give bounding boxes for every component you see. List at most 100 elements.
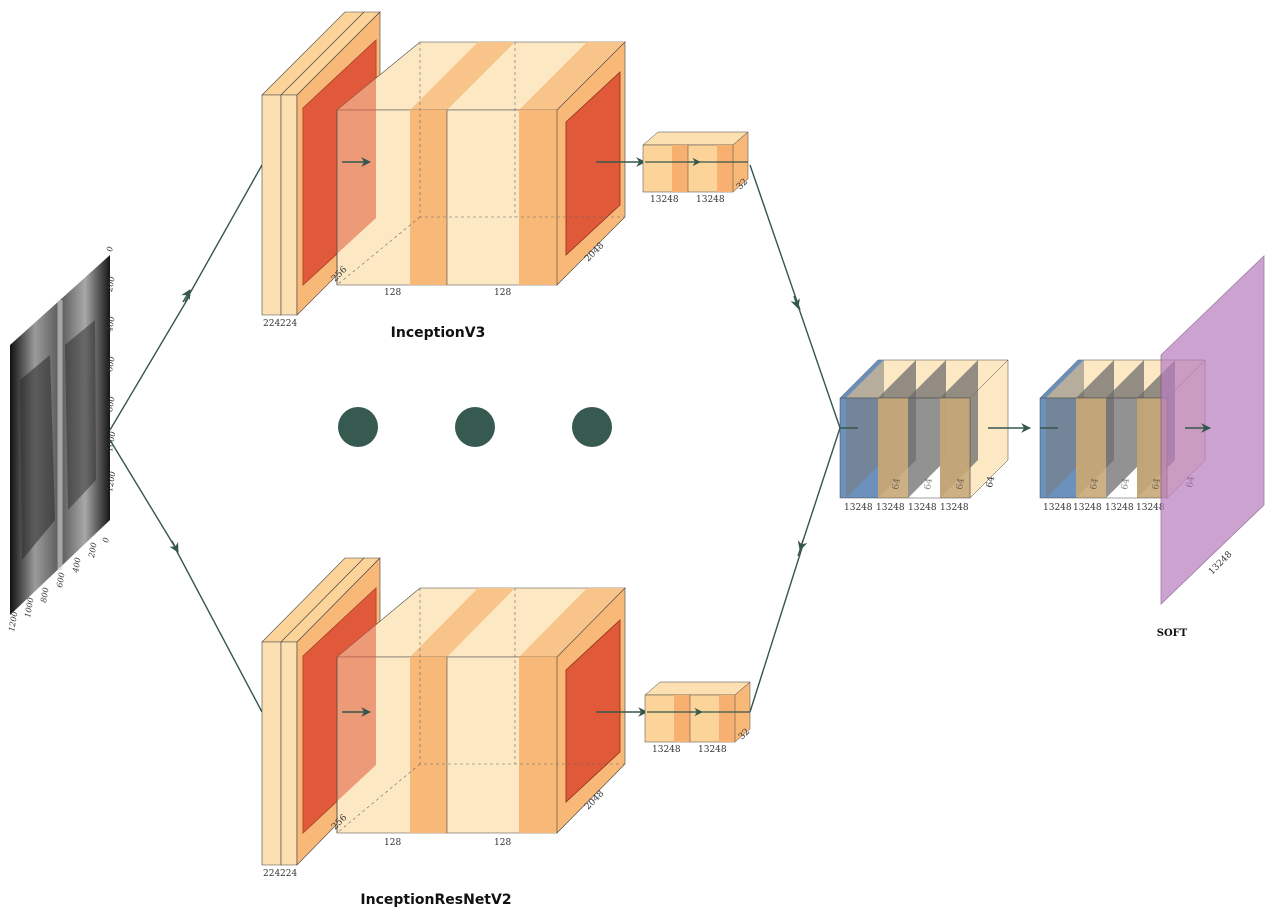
block-band xyxy=(519,588,625,657)
fusion-dim-label: 13248 xyxy=(1073,503,1102,513)
block-hidden-edge xyxy=(336,588,625,834)
fusion-dim-label: 13248 xyxy=(940,503,969,513)
dense-band xyxy=(719,695,735,742)
fusion-layer-blue xyxy=(840,360,884,398)
ellipsis-dot xyxy=(455,407,495,447)
fusion-dim-label: 13248 xyxy=(1136,503,1165,513)
fusion-layer-gray xyxy=(1106,360,1144,498)
xray-y-tick: 1200 xyxy=(105,471,117,493)
dense-band xyxy=(717,145,733,192)
xray-x-tick: 400 xyxy=(71,557,83,575)
arrowhead xyxy=(181,289,191,303)
fusion-dim-label: 13248 xyxy=(1105,503,1134,513)
arrowhead xyxy=(169,540,179,553)
fusion-dim-label: 13248 xyxy=(1043,503,1072,513)
arrow-xray-to-bottom-2 xyxy=(173,545,263,713)
block-band xyxy=(410,110,447,285)
dense-dim-label: 13248 xyxy=(698,745,727,755)
dense-band xyxy=(672,145,688,192)
xray-x-tick: 1000 xyxy=(23,597,35,619)
ellipsis xyxy=(338,407,612,447)
xray-lung-right xyxy=(65,320,96,510)
softmax-plane xyxy=(1160,255,1265,605)
conv-slab xyxy=(280,94,298,316)
block-band xyxy=(519,657,557,833)
block-hidden-edge xyxy=(336,42,625,286)
fusion-layer-blue xyxy=(1040,360,1084,398)
arrowheads xyxy=(169,289,808,553)
xray-x-axis: 1200 1000 800 600 400 200 0 xyxy=(7,537,111,633)
xray-y-tick: 400 xyxy=(105,316,117,334)
dense-dim-label: 13248 xyxy=(652,745,681,755)
fusion-dim-label: 13248 xyxy=(844,503,873,513)
fusion-dim-label: 13248 xyxy=(876,503,905,513)
fusion-layer-gray xyxy=(1046,360,1084,498)
dense-dim-label: 13248 xyxy=(650,195,679,205)
fusion-layer-gray xyxy=(908,360,946,498)
fusion-depth-label: 64 xyxy=(923,477,935,490)
top-dense-blocks: 13248 13248 32 xyxy=(642,131,750,205)
fusion-layer-gray xyxy=(846,360,884,498)
arrow-top-to-fusion xyxy=(749,164,801,311)
xray-lung-left xyxy=(20,355,55,560)
arrow-xray-to-top xyxy=(109,294,191,431)
xray-y-tick: 200 xyxy=(105,276,117,294)
xray-x-tick: 600 xyxy=(55,572,67,589)
conv-kernel-overlay xyxy=(303,588,376,833)
fusion-layer-tan xyxy=(940,398,970,498)
softmax-layer: 13248 SOFT xyxy=(1157,255,1265,639)
xray-y-tick: 800 xyxy=(105,396,117,413)
block-dim-label: 128 xyxy=(384,838,401,848)
xray-x-tick: 1200 xyxy=(7,611,19,633)
arrowhead xyxy=(790,295,800,309)
model-name-bottom: InceptionResNetV2 xyxy=(360,892,511,908)
dense-top xyxy=(642,131,749,146)
fusion-depth-label: 64 xyxy=(1120,477,1132,490)
dense-band xyxy=(674,695,690,742)
xray-x-tick: 200 xyxy=(87,542,99,560)
fusion-depth-label: 64 xyxy=(955,477,967,490)
dense-top xyxy=(644,681,751,696)
conv-dim-label: 224 xyxy=(280,319,297,329)
fusion-layer-tan xyxy=(1076,398,1106,498)
arrow-xray-to-top-2 xyxy=(184,164,263,303)
arrow-top-to-fusion-2 xyxy=(795,299,841,429)
model-name-top: InceptionV3 xyxy=(391,325,486,341)
bottom-dense-blocks: 13248 13248 32 xyxy=(644,681,752,755)
conv-dim-label: 224 xyxy=(263,319,280,329)
conv-slab xyxy=(261,641,282,866)
top-feature-block: 128 128 2048 256 xyxy=(303,40,626,298)
block-dim-label: 128 xyxy=(494,838,511,848)
block-band xyxy=(410,588,515,657)
fusion-layer-tan xyxy=(878,398,908,498)
fusion-block-1: 13248 13248 13248 13248 64 64 64 64 xyxy=(839,359,1031,513)
block-kernel xyxy=(565,619,621,803)
fusion-depth-label: 64 xyxy=(891,477,903,490)
top-model: 224 224 128 128 2048 256 xyxy=(261,11,750,341)
softmax-label: SOFT xyxy=(1157,628,1188,639)
block-band xyxy=(519,42,625,110)
xray-y-tick: 600 xyxy=(105,356,117,373)
fusion-depth-label: 64 xyxy=(985,475,997,488)
fusion-dim-label: 13248 xyxy=(908,503,937,513)
block-band xyxy=(410,657,447,833)
arrow-bottom-to-fusion-2 xyxy=(797,427,841,557)
arrow-bottom-to-fusion xyxy=(749,547,803,713)
block-band xyxy=(519,110,557,285)
conv-slab xyxy=(280,641,298,866)
ellipsis-dot xyxy=(572,407,612,447)
fusion-depth-label: 64 xyxy=(1151,477,1163,490)
xray-x-tick: 0 xyxy=(101,537,111,544)
arrow-xray-to-bottom xyxy=(109,439,179,553)
fusion-front-outline xyxy=(839,397,971,499)
conv-slab xyxy=(261,94,282,316)
block-dim-label: 128 xyxy=(384,288,401,298)
connectors xyxy=(109,164,841,713)
ellipsis-dot xyxy=(338,407,378,447)
conv-dim-label: 224 xyxy=(263,869,280,879)
block-kernel xyxy=(565,71,621,256)
bottom-model: 224 224 128 128 2048 256 xyxy=(261,557,752,908)
xray-y-tick: 0 xyxy=(105,246,115,253)
xray-input: 0 200 400 600 800 1000 1200 1200 1000 80… xyxy=(7,246,117,633)
